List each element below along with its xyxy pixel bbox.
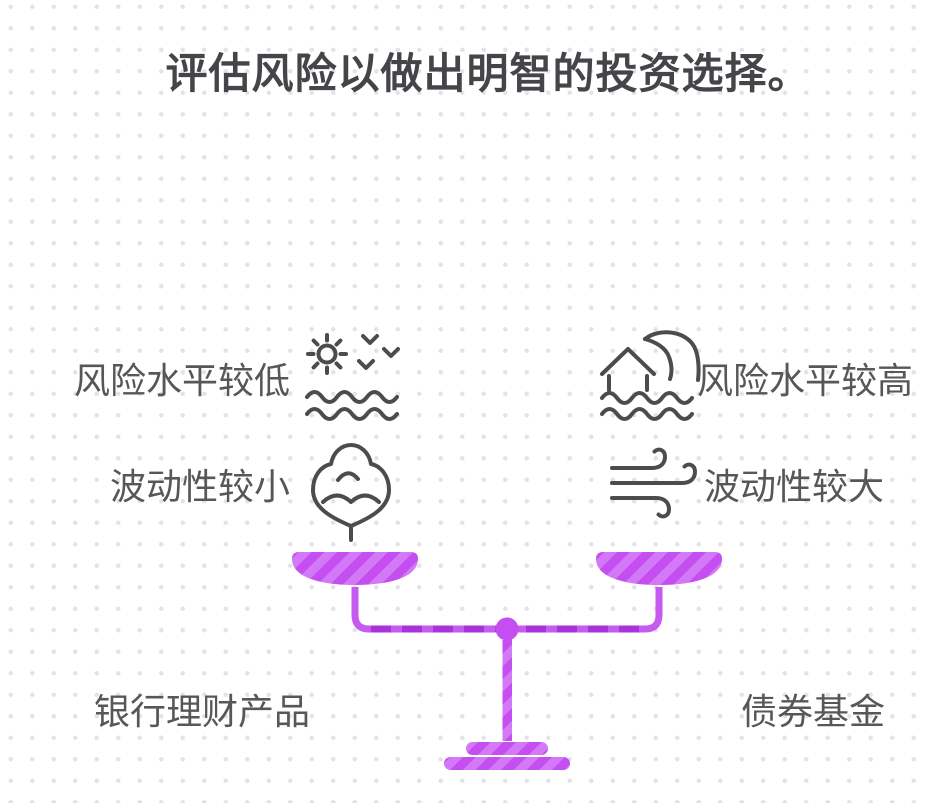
calm-sea-icon xyxy=(305,333,400,421)
balance-scale-illustration xyxy=(292,552,722,770)
page-title: 评估风险以做出明智的投资选择。 xyxy=(165,50,811,97)
left-product-label: 银行理财产品 xyxy=(93,691,310,732)
scale-base-top xyxy=(466,742,548,755)
right-product-label: 债券基金 xyxy=(741,691,886,732)
left-risk-label: 风险水平较低 xyxy=(73,360,290,401)
scale-right-pan xyxy=(596,552,722,585)
scale-pillar xyxy=(502,639,512,741)
scale-base-bottom xyxy=(444,757,570,770)
tsunami-wave-house-icon xyxy=(600,330,701,421)
cotton-flower-icon xyxy=(311,443,391,542)
left-volatility-label: 波动性较小 xyxy=(109,466,290,507)
scale-pivot xyxy=(495,617,519,641)
right-volatility-label: 波动性较大 xyxy=(704,466,885,507)
scale-left-pan xyxy=(292,552,418,585)
right-risk-label: 风险水平较高 xyxy=(697,360,914,401)
wind-icon xyxy=(610,447,697,519)
